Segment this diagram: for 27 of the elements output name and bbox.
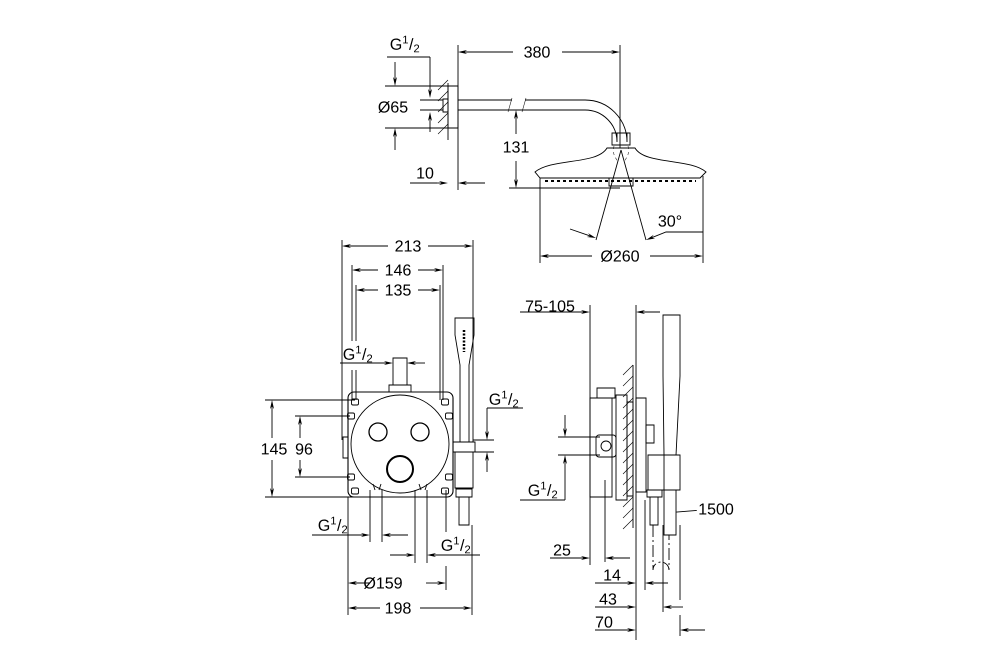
hose-tube [664,490,676,536]
length-label: 1500 [699,503,734,515]
dimension-label: 135 [386,284,411,296]
dimension-label: 75-105 [526,300,574,312]
dimension-label: Ø260 [601,250,639,262]
leader-line [676,510,698,512]
dimension-label: 145 [262,443,287,455]
dimension-label: G$^{1}$/$_{2}$ [344,346,372,362]
dimension-label: G$^{1}$/$_{2}$ [390,36,420,52]
dimension-label: G$^{1}$/$_{2}$ [490,390,518,408]
dimension-label: 380 [524,46,550,58]
dimension-label: 96 [296,443,312,455]
dimension-label: 30° [658,215,682,227]
dimension-label: 43 [599,593,616,605]
dimension-label: 131 [504,141,529,153]
dimension-label: 146 [386,264,411,276]
dimension-label: 198 [386,602,411,614]
dimension-label: Ø159 [364,577,402,589]
dimension-label: G$^{1}$/$_{2}$ [442,536,470,554]
dimension-label: G$^{1}$/$_{2}$ [528,482,558,498]
dimension-label: 10 [417,167,434,179]
dimension-label: 213 [395,240,421,252]
dimension-label: 70 [596,616,612,628]
dimension-label: G$^{1}$/$_{2}$ [318,516,348,534]
dimension-label: Ø65 [378,101,408,113]
dimension-label: 25 [554,544,570,556]
dimension-label: 14 [604,570,620,580]
